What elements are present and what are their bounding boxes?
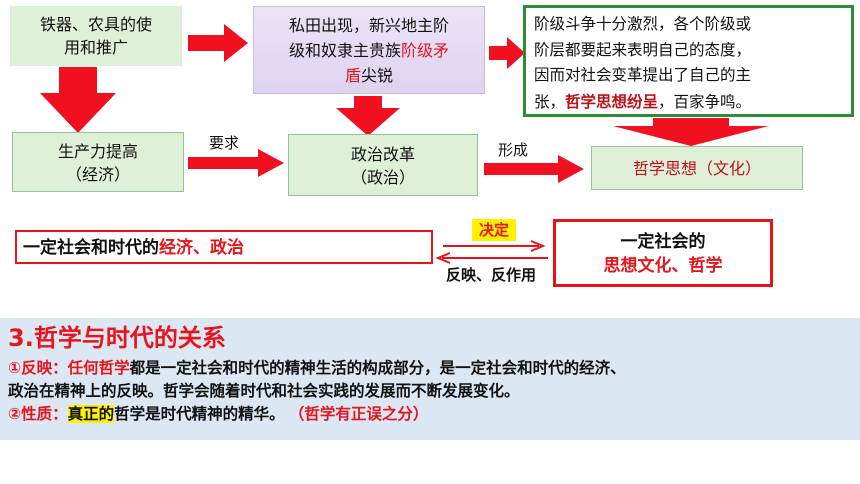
arrow-down-2	[336, 96, 400, 136]
paragraph-reflect-red: ①反映：任何哲学	[8, 359, 130, 377]
box-political-reform-line1: 政治改革	[350, 145, 415, 164]
box-class-struggle-line4-prefix: 张，	[534, 92, 566, 111]
label-require: 要求	[209, 134, 240, 152]
paragraph-nature-note: （哲学有正误之分）	[296, 405, 429, 423]
paragraph-nature-highlight: 真正的	[67, 405, 115, 423]
arrow-down-1	[40, 67, 116, 133]
box-private-land-line1: 私田出现，新兴地主阶	[288, 16, 449, 35]
paragraph-nature-red: ②性质：	[8, 405, 68, 423]
section-heading: 3.哲学与时代的关系	[8, 324, 226, 352]
arrow-right-2	[489, 37, 525, 69]
box-iron-tools-line2: 用和推广	[63, 38, 128, 57]
box-productivity-line2: （经济）	[65, 165, 130, 184]
label-decide-text: 决定	[478, 221, 509, 239]
box-iron-tools: 铁器、农具的使 用和推广	[10, 6, 182, 66]
box-economy-politics: 一定社会和时代的经济、政治	[15, 230, 433, 264]
relation-panel	[0, 318, 860, 440]
box-class-struggle-line4-red: 哲学思想纷呈	[565, 91, 659, 111]
box-economy-politics-prefix: 一定社会和时代的	[23, 238, 159, 258]
box-private-land-line2-red: 阶级矛	[401, 41, 450, 60]
arrow-right-4	[484, 155, 584, 183]
box-private-land-line2-prefix: 级和奴隶主贵族	[288, 41, 401, 60]
paragraph-reflect-line2: 政治在精神上的反映。哲学会随着时代和社会实践的发展而不断发展变化。	[8, 382, 520, 400]
box-class-struggle-line4-suffix: ，百家争鸣。	[658, 92, 752, 111]
label-reflect: 反映、反作用	[445, 266, 536, 284]
box-iron-tools-line1: 铁器、农具的使	[39, 15, 152, 34]
paragraph-reflect-rest: 都是一定社会和时代的精神生活的构成部分，是一定社会和时代的经济、	[129, 359, 626, 377]
box-private-land: 私田出现，新兴地主阶 级和奴隶主贵族阶级矛 盾尖锐	[253, 6, 485, 94]
box-productivity: 生产力提高 （经济）	[12, 132, 184, 192]
box-class-struggle: 阶级斗争十分激烈，各个阶级或 阶层都要起来表明自己的态度， 因而对社会变革提出了…	[523, 5, 854, 117]
box-economy-politics-red: 经济、政治	[159, 238, 244, 258]
box-culture-philosophy-line2: 思想文化、哲学	[603, 256, 723, 276]
paragraph-nature-mid: 哲学是时代精神的精华。	[114, 405, 285, 423]
arrow-reflect	[435, 252, 548, 264]
box-culture-philosophy: 一定社会的 思想文化、哲学	[553, 219, 773, 287]
box-class-struggle-line2: 阶层都要起来表明自己的态度，	[534, 40, 752, 59]
box-philosophy-text: 哲学思想（文化）	[632, 159, 761, 178]
box-culture-philosophy-line1: 一定社会的	[620, 232, 706, 252]
box-private-land-line3-rest: 尖锐	[361, 66, 394, 85]
box-political-reform: 政治改革 （政治）	[288, 134, 478, 196]
arrow-decide	[443, 240, 546, 252]
arrow-right-3	[188, 149, 284, 177]
box-productivity-line1: 生产力提高	[57, 142, 138, 161]
label-decide: 决定	[472, 219, 516, 241]
box-class-struggle-line3: 因而对社会变革提出了自己的主	[534, 66, 752, 84]
arrow-right-1	[188, 24, 248, 62]
box-philosophy: 哲学思想（文化）	[591, 146, 803, 190]
box-class-struggle-line1: 阶级斗争十分激烈，各个阶级或	[534, 15, 752, 33]
box-private-land-line3-red: 盾	[344, 66, 361, 85]
paragraph-reflect: ①反映：任何哲学都是一定社会和时代的精神生活的构成部分，是一定社会和时代的经济、…	[8, 357, 858, 426]
arrow-down-3	[613, 118, 769, 146]
label-form: 形成	[498, 141, 529, 159]
box-political-reform-line2: （政治）	[350, 168, 415, 187]
